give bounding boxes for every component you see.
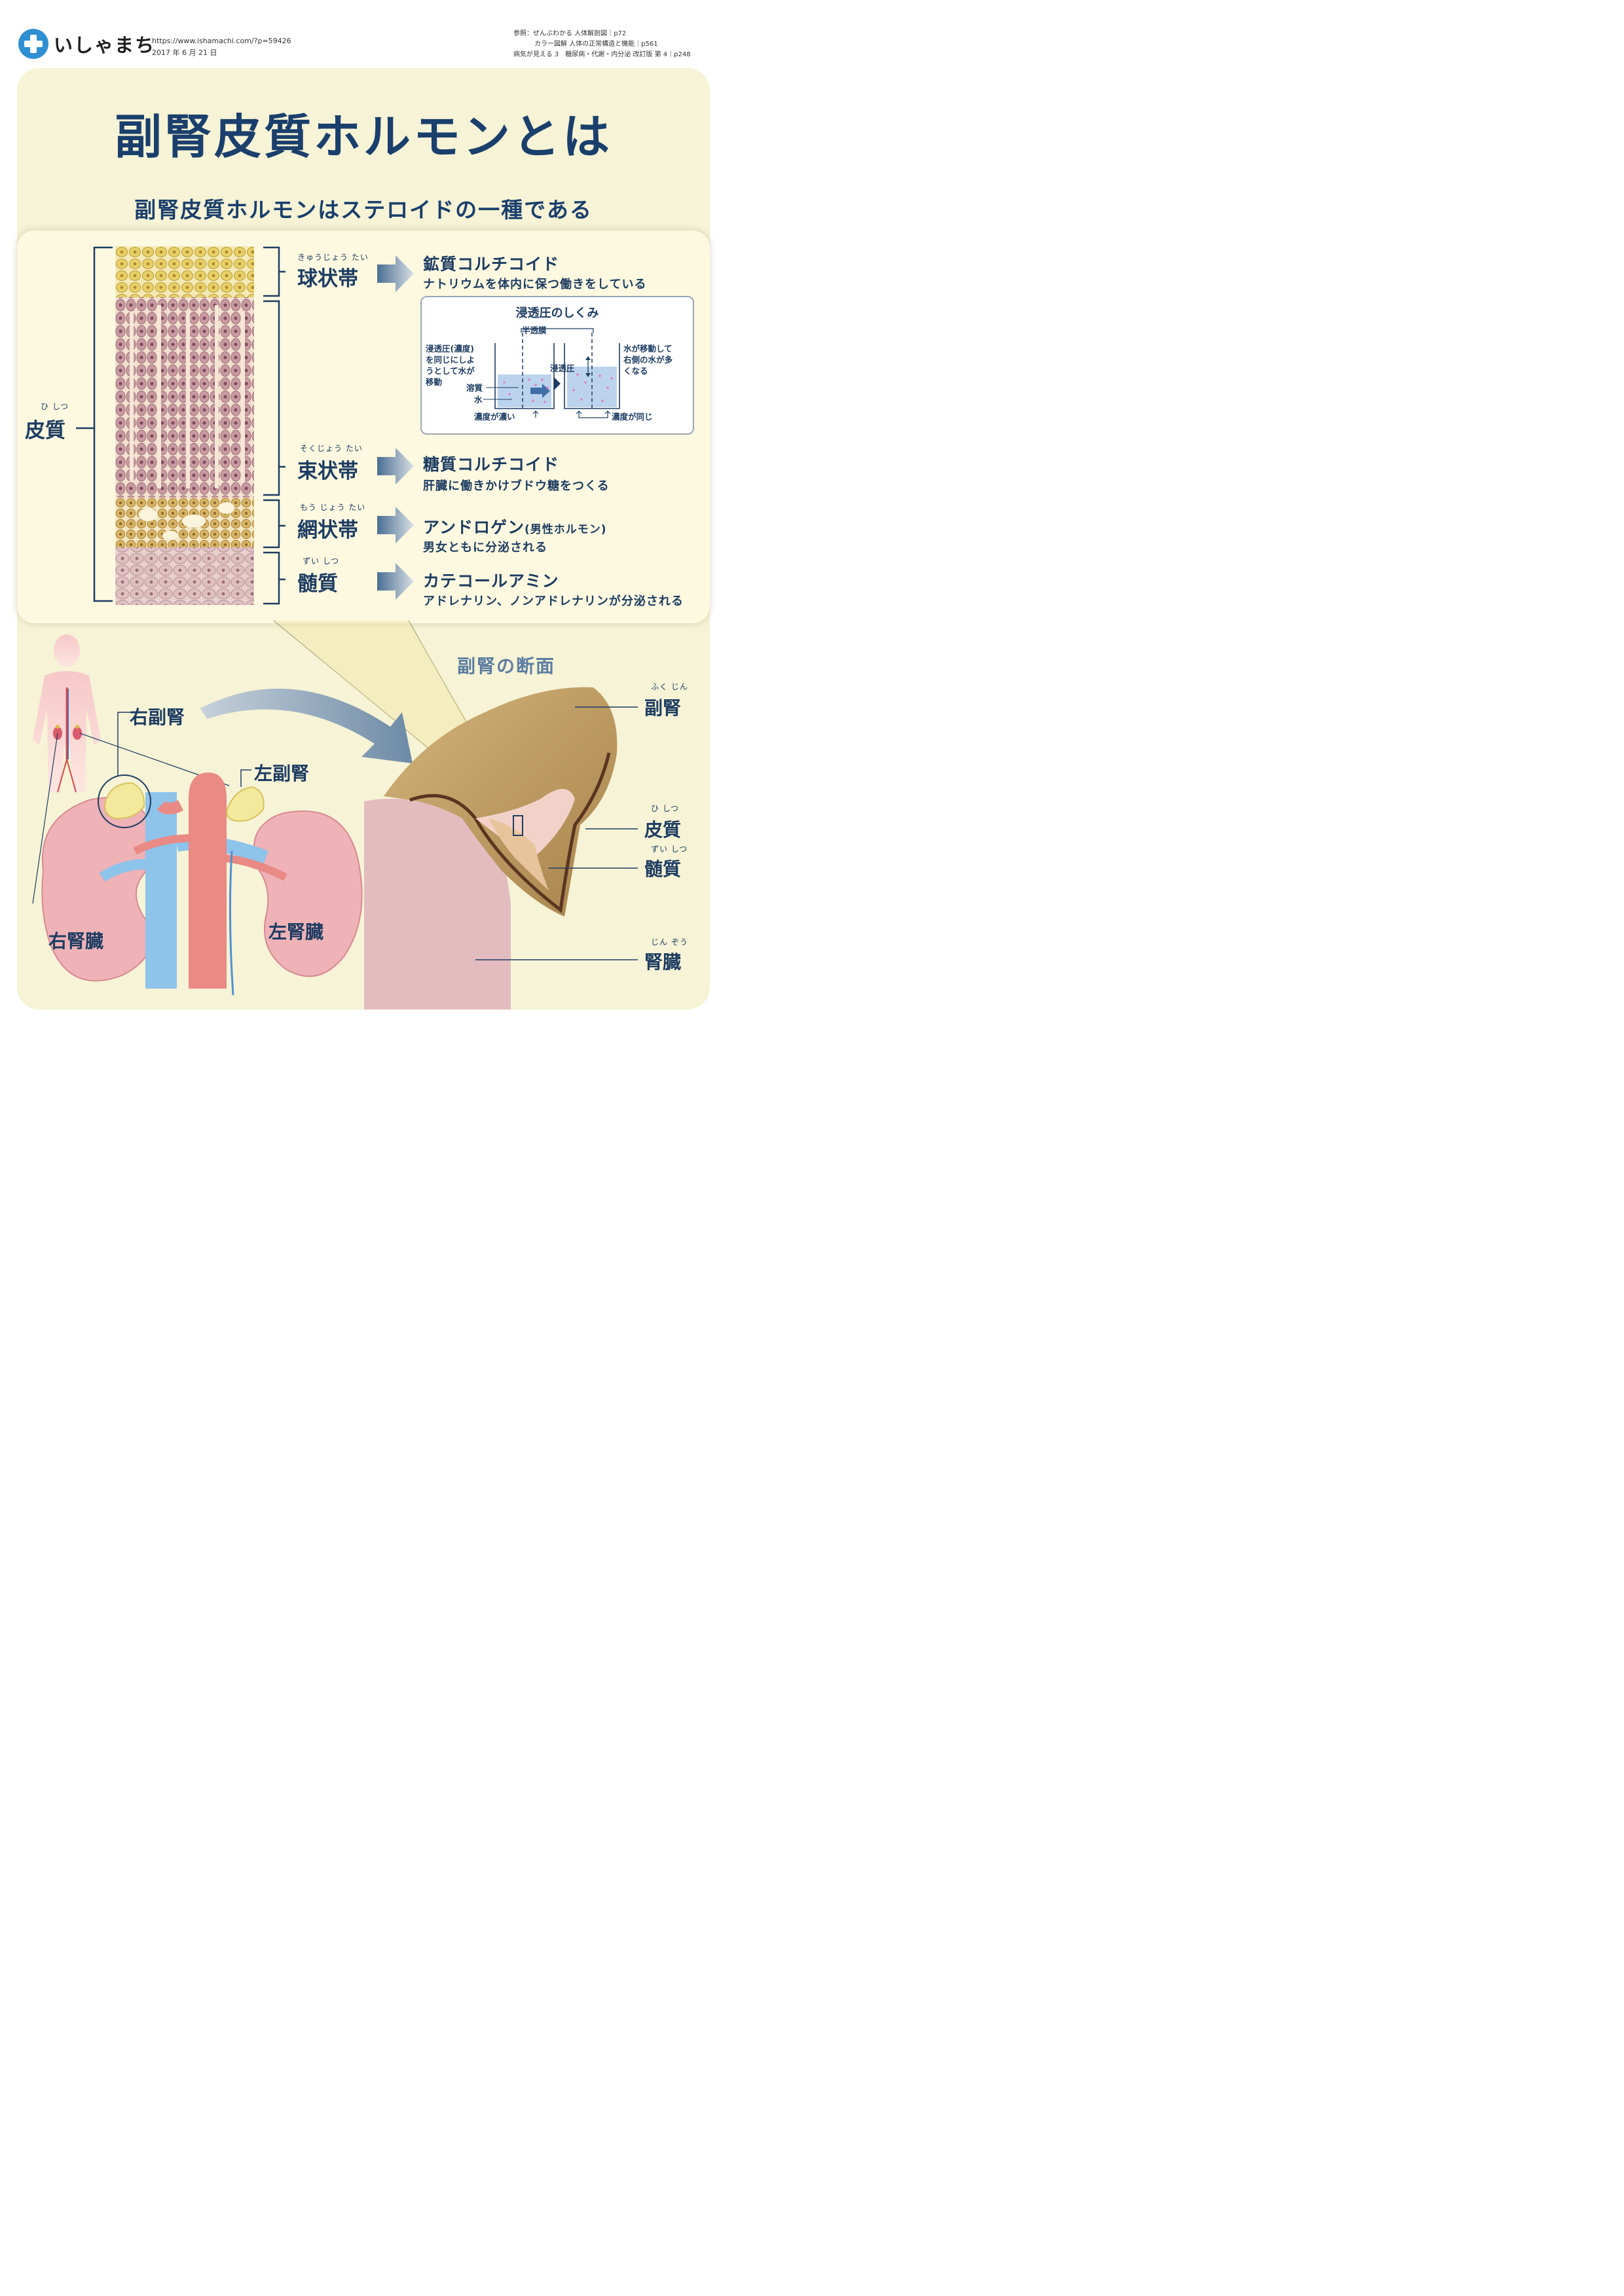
- arrow-icon: [377, 507, 414, 543]
- osmosis-water: 水: [474, 395, 483, 405]
- hormone-androgen-name: アンドロゲン: [423, 518, 525, 537]
- osmosis-pressure: 浸透圧: [550, 363, 575, 373]
- right-kidney-shape: [41, 797, 156, 982]
- references: 参照：ぜんぶわかる 人体解剖図｜p72 カラー図解 人体の正常構造と機能｜p56…: [513, 29, 710, 60]
- hormone-mineralocorticoid: 鉱質コルチコイド: [423, 255, 560, 274]
- left-adrenal-label: 左副腎: [254, 763, 310, 784]
- left-kidney-shape: [253, 810, 363, 977]
- left-kidney-label: 左腎臓: [268, 921, 324, 943]
- osmosis-right-line: くなる: [623, 366, 648, 376]
- cortex-section-label: 皮質: [644, 819, 682, 841]
- adrenal-ruby: ふく じん: [651, 682, 688, 691]
- medulla-section-label: 髄質: [644, 858, 682, 880]
- osmosis-same: 濃度が同じ: [612, 412, 653, 422]
- section-title: 副腎の断面: [457, 655, 556, 677]
- hormone-catecholamine: カテコールアミン: [423, 572, 559, 591]
- zone-ruby-reticularis: もう じょう たい: [300, 503, 366, 512]
- logo-icon: [18, 29, 48, 59]
- zone-ruby-glomerulosa: きゅうじょう たい: [297, 253, 369, 262]
- publish-date: 2017 年 6 月 21 日: [152, 48, 217, 57]
- cortex-label: 皮質: [25, 419, 65, 443]
- arrow-icon: [377, 563, 414, 600]
- osmosis-title: 浸透圧のしくみ: [515, 306, 599, 320]
- osmosis-concentrated: 濃度が濃い: [474, 412, 515, 422]
- osmosis-diagram: [483, 328, 620, 418]
- kidney-section-label: 腎臓: [644, 951, 682, 973]
- big-arrow-icon: [200, 688, 413, 763]
- hormone-androgen-note: (男性ホルモン): [525, 523, 607, 536]
- zone-glomerulosa: 球状帯: [297, 267, 358, 291]
- hormone-glucocorticoid: 糖質コルチコイド: [423, 455, 560, 474]
- reference-2: カラー図解 人体の正常構造と機能｜p561: [534, 41, 658, 48]
- hormone-androgen: アンドロゲン(男性ホルモン): [423, 515, 607, 538]
- zone-brackets: [263, 246, 286, 605]
- zone-ruby-fasciculata: そくじょう たい: [300, 444, 363, 453]
- osmosis-right-line: 右側の水が多: [623, 355, 673, 365]
- osmosis-right-text: 水が移動して 右側の水が多 くなる: [623, 343, 673, 376]
- osmosis-right-line: 水が移動して: [623, 344, 673, 354]
- zone-fasciculata: 束状帯: [297, 460, 358, 483]
- desc-mineralocorticoid: ナトリウムを体内に保つ働きをしている: [423, 278, 647, 291]
- arrow-icon: [377, 448, 414, 484]
- osmosis-membrane: 半透膜: [522, 325, 547, 335]
- osmosis-left-line: 移動: [426, 377, 443, 387]
- kidney-section-ruby: じん ぞう: [651, 938, 688, 947]
- human-body-silhouette: [33, 634, 101, 793]
- adrenal-cortex-tissue: [115, 246, 254, 605]
- osmosis-left-line: うとして水が: [426, 366, 475, 376]
- zone-ruby-medulla: ずい しつ: [303, 556, 340, 566]
- logo-text: いしゃまち: [54, 34, 156, 56]
- source-url[interactable]: https://www.ishamachi.com/?p=59426: [152, 37, 291, 45]
- reference-1: 参照：ぜんぶわかる 人体解剖図｜p72: [513, 30, 627, 37]
- page-subtitle: 副腎皮質ホルモンはステロイドの一種である: [134, 197, 593, 223]
- arrow-icon: [377, 255, 414, 292]
- osmosis-left-line: 浸透圧(濃度): [426, 344, 474, 354]
- desc-androgen: 男女ともに分泌される: [423, 541, 547, 555]
- desc-glucocorticoid: 肝臓に働きかけブドウ糖をつくる: [423, 479, 610, 493]
- reference-3: 病気が見える 3 糖尿病・代謝・内分泌 改訂版 第 4｜p248: [513, 51, 691, 58]
- osmosis-box: [420, 296, 694, 435]
- osmosis-solute: 溶質: [466, 383, 483, 393]
- kidney-illustration: [32, 634, 638, 1010]
- cortex-ruby: ひ しつ: [41, 402, 69, 411]
- zone-reticularis: 網状帯: [297, 519, 358, 542]
- cortex-section-ruby: ひ しつ: [651, 804, 680, 813]
- right-kidney-label: 右腎臓: [48, 930, 104, 952]
- cortex-bracket: [76, 246, 113, 602]
- page-title: 副腎皮質ホルモンとは: [114, 109, 612, 164]
- osmosis-left-line: を同じにしよ: [426, 355, 475, 365]
- medulla-section-ruby: ずい しつ: [651, 845, 688, 854]
- osmosis-left-text: 浸透圧(濃度) を同じにしよ うとして水が 移動: [426, 343, 475, 388]
- zone-medulla: 髄質: [297, 572, 338, 596]
- desc-catecholamine: アドレナリン、ノンアドレナリンが分泌される: [423, 594, 684, 608]
- right-adrenal-label: 右副腎: [130, 706, 185, 728]
- adrenal-label: 副腎: [644, 697, 682, 719]
